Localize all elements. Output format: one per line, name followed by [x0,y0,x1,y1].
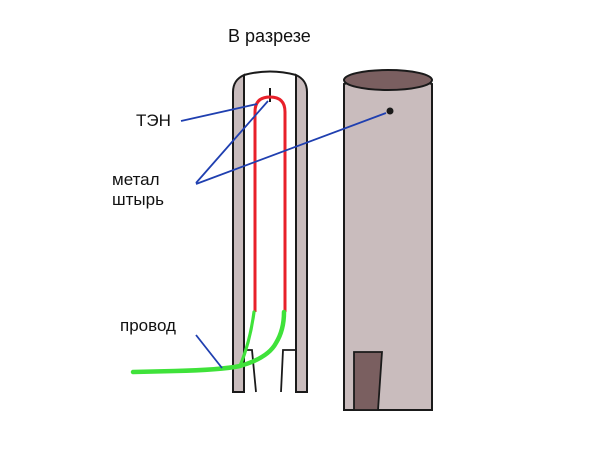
pointer-lines [180,100,387,369]
pin-hole [386,107,394,115]
diagram-title: В разрезе [228,26,311,46]
pointer-wire [195,334,223,369]
label-wire: провод [120,316,176,335]
label-metal-pin: метал штырь [112,170,164,209]
tube-exterior [343,69,433,411]
label-metal-pin-line2: штырь [112,189,164,209]
tube-exterior-notch [353,351,383,411]
tube-exterior-opening [343,69,433,91]
pointer-pin-left [195,100,269,184]
pointer-pin-right [195,112,387,185]
label-ten: ТЭН [136,111,171,130]
tube-section-top-rim [243,70,297,76]
wire-group [130,309,287,375]
pointer-ten [180,103,258,122]
tube-cross-section [232,70,308,393]
wire-branch [238,310,256,368]
label-metal-pin-line1: метал [112,170,160,189]
tube-section-notch [243,349,297,393]
supply-wire [130,309,287,375]
heater-element [253,95,287,312]
tube-section-right-wall [295,73,308,393]
tube-section-left-wall [232,73,245,393]
